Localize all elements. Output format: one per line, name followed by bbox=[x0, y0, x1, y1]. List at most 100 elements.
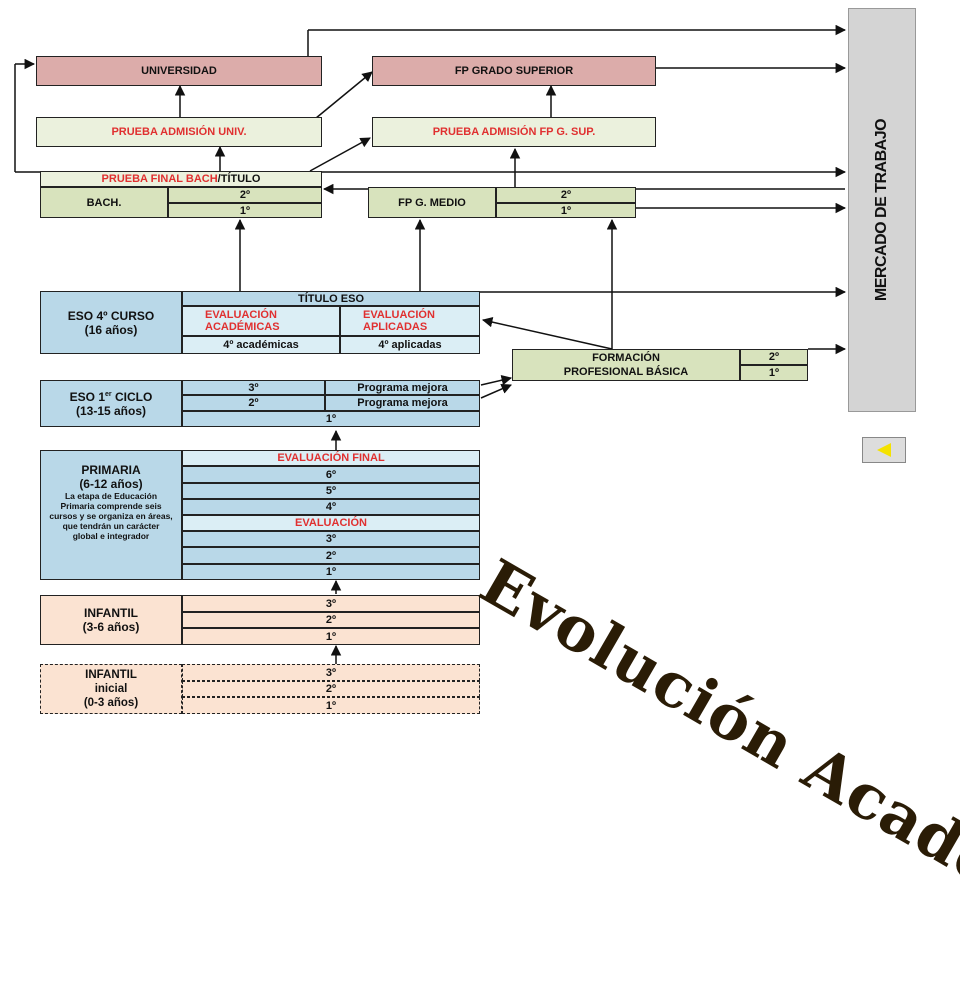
evaluacion-cell: EVALUACIÓN bbox=[182, 515, 480, 531]
titulo-suffix: /TÍTULO bbox=[218, 173, 261, 185]
eso1-sup: er bbox=[105, 391, 112, 398]
programa-mejora-2-label: Programa mejora bbox=[357, 397, 447, 409]
eso1-curso-2: 2º bbox=[182, 395, 325, 411]
universidad-box: UNIVERSIDAD bbox=[36, 56, 322, 86]
infantil-inicial-curso-1: 1º bbox=[182, 697, 480, 714]
fp-grado-superior-label: FP GRADO SUPERIOR bbox=[455, 65, 573, 77]
evaluacion-final-cell: EVALUACIÓN FINAL bbox=[182, 450, 480, 466]
bach-curso-1-label: 1º bbox=[240, 205, 250, 217]
fp-medio-box: FP G. MEDIO bbox=[368, 187, 496, 218]
eval-aplicadas-cell: EVALUACIÓN APLICADAS bbox=[340, 306, 480, 336]
prueba-admision-univ-box: PRUEBA ADMISIÓN UNIV. bbox=[36, 117, 322, 147]
bach-curso-1: 1º bbox=[168, 203, 322, 218]
prueba-final-bach-label: PRUEBA FINAL BACH bbox=[102, 173, 218, 185]
primaria-curso-5: 5º bbox=[182, 483, 480, 499]
bach-curso-2: 2º bbox=[168, 187, 322, 203]
fp-medio-curso-2-label: 2º bbox=[561, 189, 571, 201]
fp-grado-superior-box: FP GRADO SUPERIOR bbox=[372, 56, 656, 86]
primaria-curso-4-label: 4º bbox=[326, 501, 336, 513]
infantil-line2: (3-6 años) bbox=[83, 620, 140, 634]
primaria-curso-5-label: 5º bbox=[326, 485, 336, 497]
infantil-inicial-box: INFANTIL inicial (0-3 años) bbox=[40, 664, 182, 714]
infantil-inicial-curso-3-label: 3º bbox=[326, 667, 336, 679]
infantil-curso-3-label: 3º bbox=[326, 598, 336, 610]
primaria-curso-2-label: 2º bbox=[326, 550, 336, 562]
infantil-inicial-line1: INFANTIL bbox=[85, 668, 137, 682]
eso1-line1: ESO 1er CICLO bbox=[70, 390, 153, 404]
primaria-curso-3: 3º bbox=[182, 531, 480, 547]
fp-basica-curso-2: 2º bbox=[740, 349, 808, 365]
primaria-curso-6: 6º bbox=[182, 466, 480, 483]
eval-academicas-label: EVALUACIÓN ACADÉMICAS bbox=[205, 309, 317, 333]
primaria-curso-4: 4º bbox=[182, 499, 480, 515]
eso1-line1-a: ESO 1 bbox=[70, 390, 105, 404]
eso1-curso-3-label: 3º bbox=[248, 382, 258, 394]
eso1-curso-1-label: 1º bbox=[326, 413, 336, 425]
primaria-desc: La etapa de Educación Primaria comprende… bbox=[41, 491, 181, 541]
prueba-admision-fp-label: PRUEBA ADMISIÓN FP G. SUP. bbox=[433, 126, 596, 138]
fp-basica-line2: PROFESIONAL BÁSICA bbox=[564, 365, 688, 379]
primaria-line1: PRIMARIA bbox=[81, 463, 140, 477]
eso4-line2: (16 años) bbox=[85, 323, 138, 337]
eso1-curso-2-label: 2º bbox=[248, 397, 258, 409]
bach-curso-2-label: 2º bbox=[240, 189, 250, 201]
eso4-line1: ESO 4º CURSO bbox=[68, 309, 154, 323]
prueba-admision-univ-label: PRUEBA ADMISIÓN UNIV. bbox=[111, 126, 246, 138]
fp-medio-curso-2: 2º bbox=[496, 187, 636, 203]
primaria-curso-1: 1º bbox=[182, 564, 480, 580]
eso4-box: ESO 4º CURSO (16 años) bbox=[40, 291, 182, 354]
infantil-curso-2: 2º bbox=[182, 612, 480, 628]
infantil-curso-1-label: 1º bbox=[326, 631, 336, 643]
fp-medio-curso-1: 1º bbox=[496, 203, 636, 218]
infantil-curso-1: 1º bbox=[182, 628, 480, 645]
evolucion-academica-title: Evolución Académica bbox=[469, 545, 960, 987]
infantil-inicial-curso-2-label: 2º bbox=[326, 683, 336, 695]
fp-basica-curso-1: 1º bbox=[740, 365, 808, 381]
fp-basica-curso-2-label: 2º bbox=[769, 351, 779, 363]
prueba-admision-fp-box: PRUEBA ADMISIÓN FP G. SUP. bbox=[372, 117, 656, 147]
cuarto-academicas-label: 4º académicas bbox=[223, 339, 299, 351]
eval-aplicadas-label: EVALUACIÓN APLICADAS bbox=[363, 309, 457, 333]
infantil-inicial-line3: (0-3 años) bbox=[84, 696, 138, 710]
infantil-inicial-curso-1-label: 1º bbox=[326, 700, 336, 712]
cuarto-academicas-cell: 4º académicas bbox=[182, 336, 340, 354]
universidad-label: UNIVERSIDAD bbox=[141, 65, 217, 77]
fp-basica-line1: FORMACIÓN bbox=[592, 351, 660, 365]
back-arrow-icon bbox=[877, 443, 891, 457]
titulo-eso-cell: TÍTULO ESO bbox=[182, 291, 480, 306]
mercado-de-trabajo-box: MERCADO DE TRABAJO bbox=[848, 8, 916, 412]
bach-label: BACH. bbox=[87, 197, 122, 209]
eso1-line2: (13-15 años) bbox=[76, 404, 146, 418]
mercado-label: MERCADO DE TRABAJO bbox=[873, 119, 891, 301]
evaluacion-label: EVALUACIÓN bbox=[295, 517, 367, 529]
infantil-inicial-curso-2: 2º bbox=[182, 681, 480, 697]
prueba-final-bach-box: PRUEBA FINAL BACH/TÍTULO bbox=[40, 171, 322, 187]
primaria-curso-6-label: 6º bbox=[326, 469, 336, 481]
infantil-box: INFANTIL (3-6 años) bbox=[40, 595, 182, 645]
cuarto-aplicadas-cell: 4º aplicadas bbox=[340, 336, 480, 354]
programa-mejora-3: Programa mejora bbox=[325, 380, 480, 395]
fp-medio-label: FP G. MEDIO bbox=[398, 197, 466, 209]
titulo-eso-label: TÍTULO ESO bbox=[298, 293, 364, 305]
eso1-box: ESO 1er CICLO (13-15 años) bbox=[40, 380, 182, 427]
fp-basica-curso-1-label: 1º bbox=[769, 367, 779, 379]
programa-mejora-2: Programa mejora bbox=[325, 395, 480, 411]
fp-basica-box: FORMACIÓN PROFESIONAL BÁSICA bbox=[512, 349, 740, 381]
primaria-curso-2: 2º bbox=[182, 547, 480, 564]
primaria-curso-3-label: 3º bbox=[326, 533, 336, 545]
primaria-box: PRIMARIA (6-12 años) La etapa de Educaci… bbox=[40, 450, 182, 580]
infantil-inicial-curso-3: 3º bbox=[182, 664, 480, 681]
eso1-curso-3: 3º bbox=[182, 380, 325, 395]
back-button[interactable] bbox=[862, 437, 906, 463]
evaluacion-final-label: EVALUACIÓN FINAL bbox=[277, 452, 384, 464]
eso1-curso-1: 1º bbox=[182, 411, 480, 427]
infantil-inicial-line2: inicial bbox=[95, 682, 128, 696]
primaria-curso-1-label: 1º bbox=[326, 566, 336, 578]
bach-box: BACH. bbox=[40, 187, 168, 218]
primaria-line2: (6-12 años) bbox=[79, 477, 142, 491]
infantil-curso-2-label: 2º bbox=[326, 614, 336, 626]
fp-medio-curso-1-label: 1º bbox=[561, 205, 571, 217]
eso1-line1-b: CICLO bbox=[112, 390, 153, 404]
cuarto-aplicadas-label: 4º aplicadas bbox=[378, 339, 441, 351]
programa-mejora-3-label: Programa mejora bbox=[357, 382, 447, 394]
